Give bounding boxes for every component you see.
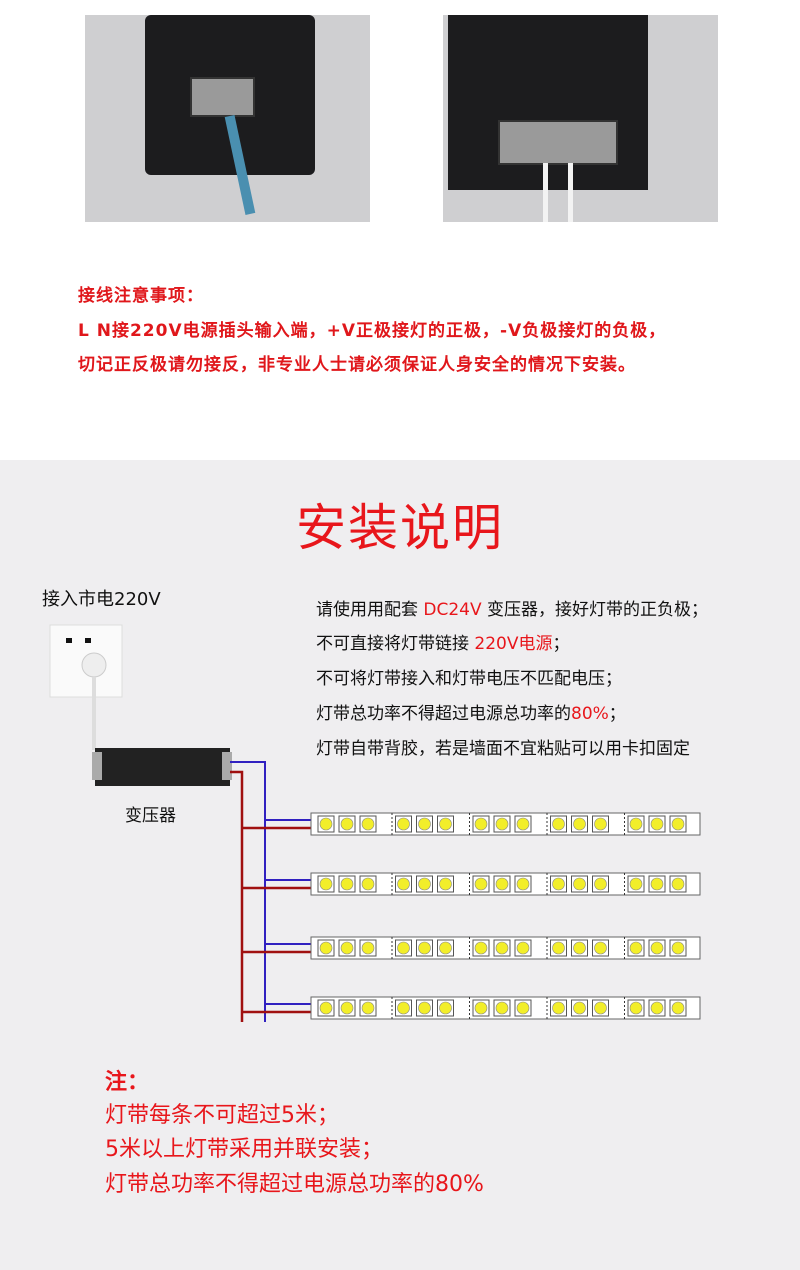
- led-icon: [319, 877, 333, 891]
- led-icon: [474, 1001, 488, 1015]
- led-icon: [552, 817, 565, 831]
- highlight-text: DC24V: [423, 600, 482, 620]
- led-icon: [671, 877, 685, 891]
- led-icon: [474, 877, 488, 891]
- led-icon: [650, 877, 664, 891]
- led-icon: [340, 817, 354, 831]
- positive-wire: [230, 770, 244, 1022]
- mains-label: 接入市电220V: [42, 589, 161, 610]
- led-icon: [397, 817, 410, 831]
- led-icon: [516, 941, 530, 955]
- transformer-icon: [95, 748, 230, 786]
- led-icon: [573, 1001, 586, 1015]
- led-icon: [650, 941, 664, 955]
- photo-terminal-4pin: [443, 15, 718, 222]
- led-icon: [418, 817, 431, 831]
- instruction-text: 灯带自带背胶，若是墙面不宜粘贴可以用卡扣固定: [316, 739, 690, 759]
- led-icon: [361, 817, 375, 831]
- led-icon: [397, 1001, 410, 1015]
- instruction-line: 不可直接将灯带链接 220V电源；: [316, 629, 569, 654]
- led-icon: [439, 941, 452, 955]
- led-icon: [594, 817, 607, 831]
- led-icon: [319, 1001, 333, 1015]
- led-icon: [397, 941, 410, 955]
- led-icon: [319, 817, 333, 831]
- led-icon: [361, 877, 375, 891]
- led-icon: [439, 1001, 452, 1015]
- negative-wire: [230, 761, 266, 1022]
- wiring-notes-line1: L N接220V电源插头输入端，+V正极接灯的正极，-V负极接灯的负极，: [78, 321, 667, 341]
- led-icon: [573, 877, 586, 891]
- led-icon: [629, 817, 643, 831]
- led-icon: [594, 877, 607, 891]
- led-icon: [671, 1001, 685, 1015]
- led-icon: [340, 877, 354, 891]
- transformer-label: 变压器: [125, 806, 176, 826]
- instruction-line: 请使用用配套 DC24V 变压器，接好灯带的正负极；: [316, 595, 708, 620]
- led-icon: [594, 1001, 607, 1015]
- instruction-line: 不可将灯带接入和灯带电压不匹配电压；: [316, 664, 622, 689]
- instruction-text: 不可将灯带接入和灯带电压不匹配电压；: [316, 669, 622, 689]
- led-icon: [361, 1001, 375, 1015]
- led-icon: [495, 1001, 509, 1015]
- led-icon: [418, 941, 431, 955]
- instruction-text: ；: [552, 634, 570, 654]
- note-item: 灯带总功率不得超过电源总功率的80%: [105, 1172, 484, 1197]
- wiring-notes-line2: 切记正反极请勿接反，非专业人士请必须保证人身安全的情况下安装。: [78, 355, 636, 375]
- led-icon: [552, 1001, 565, 1015]
- highlight-text: 80%: [571, 704, 609, 724]
- instruction-line: 灯带自带背胶，若是墙面不宜粘贴可以用卡扣固定: [316, 734, 690, 759]
- led-icon: [474, 817, 488, 831]
- led-icon: [516, 1001, 530, 1015]
- led-icon: [671, 817, 685, 831]
- led-icon: [495, 877, 509, 891]
- instruction-text: 不可直接将灯带链接: [316, 634, 475, 654]
- led-icon: [573, 941, 586, 955]
- led-icon: [552, 877, 565, 891]
- led-icon: [340, 941, 354, 955]
- notes-heading: 注：: [105, 1070, 150, 1095]
- instruction-text: ；: [608, 704, 626, 724]
- led-icon: [439, 817, 452, 831]
- led-icon: [516, 877, 530, 891]
- led-icon: [319, 941, 333, 955]
- led-icon: [671, 941, 685, 955]
- led-icon: [552, 941, 565, 955]
- led-icon: [594, 941, 607, 955]
- instruction-text: 请使用用配套: [316, 600, 424, 620]
- instruction-text: 灯带总功率不得超过电源总功率的: [316, 704, 571, 724]
- led-icon: [418, 1001, 431, 1015]
- led-icon: [650, 817, 664, 831]
- led-icon: [629, 1001, 643, 1015]
- wiring-notes-heading: 接线注意事项：: [78, 286, 204, 306]
- led-icon: [474, 941, 488, 955]
- led-icon: [361, 941, 375, 955]
- led-icon: [516, 817, 530, 831]
- led-icon: [650, 1001, 664, 1015]
- led-icon: [439, 877, 452, 891]
- led-icon: [418, 877, 431, 891]
- note-item: 灯带每条不可超过5米；: [105, 1103, 339, 1128]
- led-icon: [629, 877, 643, 891]
- instruction-text: 变压器，接好灯带的正负极；: [481, 600, 709, 620]
- instruction-line: 灯带总功率不得超过电源总功率的80%；: [316, 699, 626, 724]
- led-icon: [495, 941, 509, 955]
- led-icon: [397, 877, 410, 891]
- photo-terminal-2pin: [85, 15, 370, 222]
- install-section: [0, 460, 800, 1270]
- led-icon: [495, 817, 509, 831]
- note-item: 5米以上灯带采用并联安装；: [105, 1137, 383, 1162]
- plug-icon: [81, 652, 107, 678]
- led-icon: [340, 1001, 354, 1015]
- led-icon: [573, 817, 586, 831]
- highlight-text: 220V电源: [474, 634, 553, 654]
- install-title: 安装说明: [296, 499, 504, 557]
- led-icon: [629, 941, 643, 955]
